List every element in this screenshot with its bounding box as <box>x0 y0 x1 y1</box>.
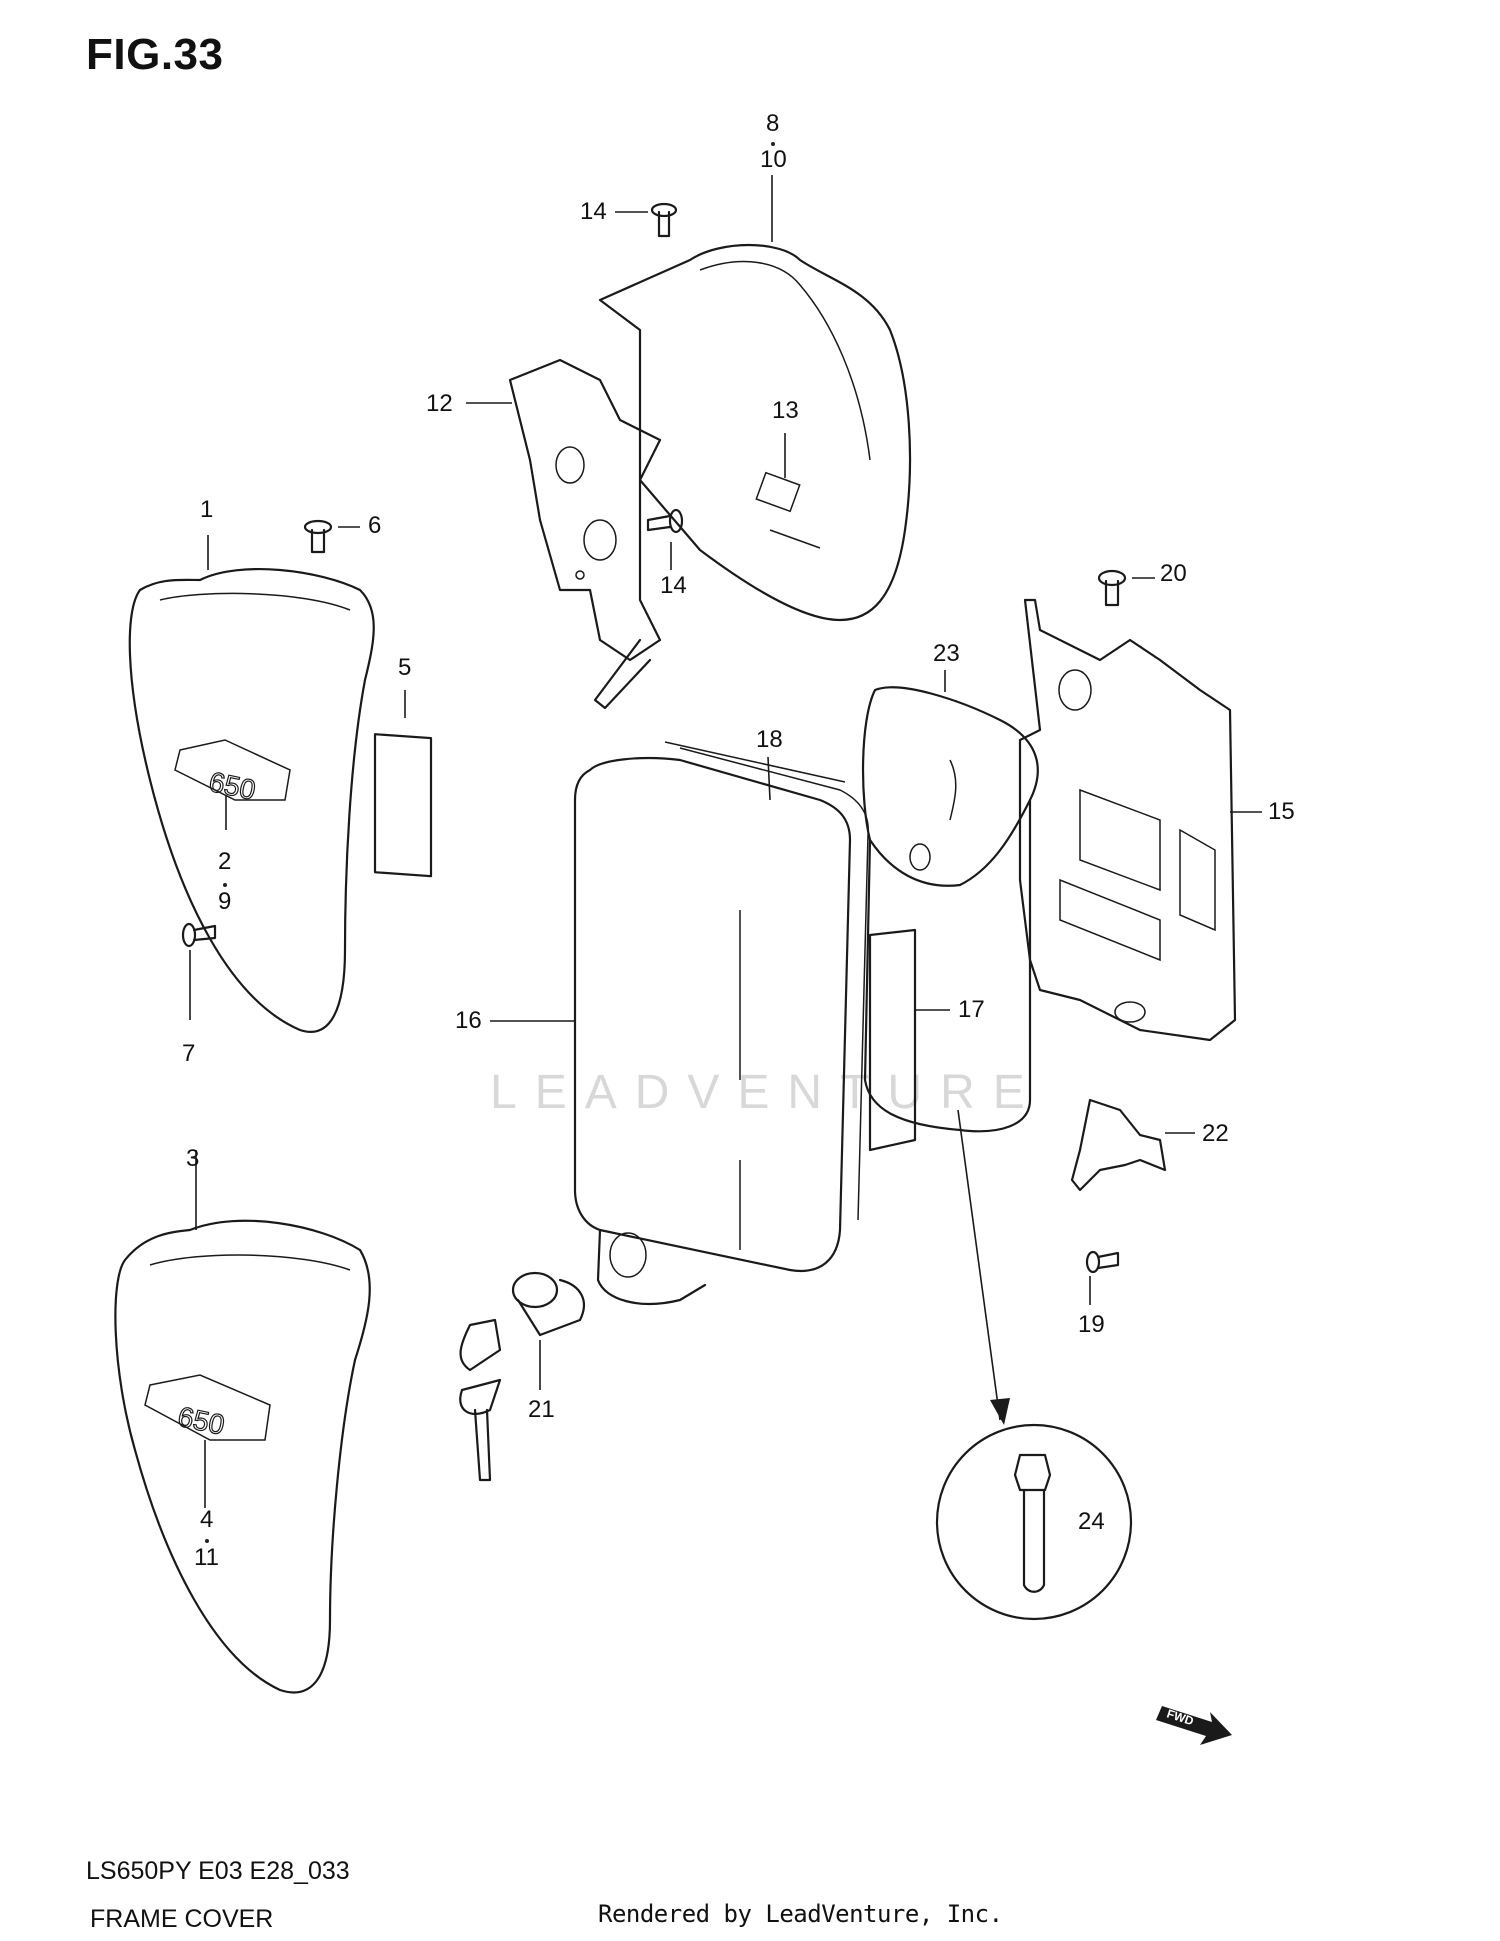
figure-title: FIG.33 <box>86 30 224 79</box>
callout-22: 22 <box>1202 1120 1229 1147</box>
callout-12: 12 <box>426 390 453 417</box>
callout-13: 13 <box>772 397 799 424</box>
callout-2: 2 <box>218 848 232 875</box>
side-cover-3: 650 <box>114 1219 371 1694</box>
callout-4: 4 <box>200 1506 214 1533</box>
callout-10: 10 <box>760 146 787 173</box>
bracket-15 <box>1018 598 1237 1042</box>
pad-5 <box>373 733 433 878</box>
callout-16: 16 <box>455 1007 482 1034</box>
leader-lines <box>189 175 1262 1508</box>
side-cover-1: 650 <box>128 568 375 1033</box>
screw-19 <box>1085 1250 1120 1274</box>
callout-1: 1 <box>200 496 214 523</box>
callout-3: 3 <box>186 1145 200 1172</box>
lock-21 <box>459 1271 586 1482</box>
separator-dot <box>205 1539 209 1543</box>
svg-text:650: 650 <box>206 766 258 806</box>
pad-17 <box>868 928 917 1152</box>
fwd-arrow: FWD <box>1156 1706 1232 1745</box>
callout-23: 23 <box>933 640 960 667</box>
model-code: LS650PY E03 E28_033 <box>86 1857 350 1885</box>
callout-9: 9 <box>218 888 232 915</box>
watermark: LEADVENTURE <box>490 1066 1043 1119</box>
callout-15: 15 <box>1268 798 1295 825</box>
svg-text:650: 650 <box>175 1401 227 1441</box>
credit-line: Rendered by LeadVenture, Inc. <box>598 1900 1003 1928</box>
separator-dot <box>771 142 775 146</box>
callout-5: 5 <box>398 654 412 681</box>
screw-6 <box>303 519 333 554</box>
cover-23 <box>861 686 1039 1133</box>
screw-20 <box>1097 569 1127 607</box>
callout-11: 11 <box>194 1544 219 1571</box>
detail-circle-24 <box>935 1423 1133 1621</box>
leader-arrowhead <box>990 1398 1010 1425</box>
callout-14: 14 <box>580 198 607 225</box>
separator-dot <box>223 883 227 887</box>
callout-24: 24 <box>1078 1508 1105 1535</box>
screw-14-top <box>650 202 678 238</box>
clip-22 <box>1070 1098 1167 1192</box>
callout-20: 20 <box>1160 560 1187 587</box>
callout-14: 14 <box>660 572 687 599</box>
assembly-name: FRAME COVER <box>90 1905 274 1933</box>
callout-6: 6 <box>368 512 382 539</box>
upper-frame-cover <box>508 243 912 710</box>
tool-box-16 <box>573 741 869 1305</box>
screw-14-bottom <box>646 508 684 534</box>
screw-7 <box>181 922 217 948</box>
callout-17: 17 <box>958 996 985 1023</box>
callout-8: 8 <box>766 110 780 137</box>
callout-18: 18 <box>756 726 783 753</box>
callout-7: 7 <box>182 1040 196 1067</box>
callout-19: 19 <box>1078 1311 1105 1338</box>
callout-21: 21 <box>528 1396 555 1423</box>
